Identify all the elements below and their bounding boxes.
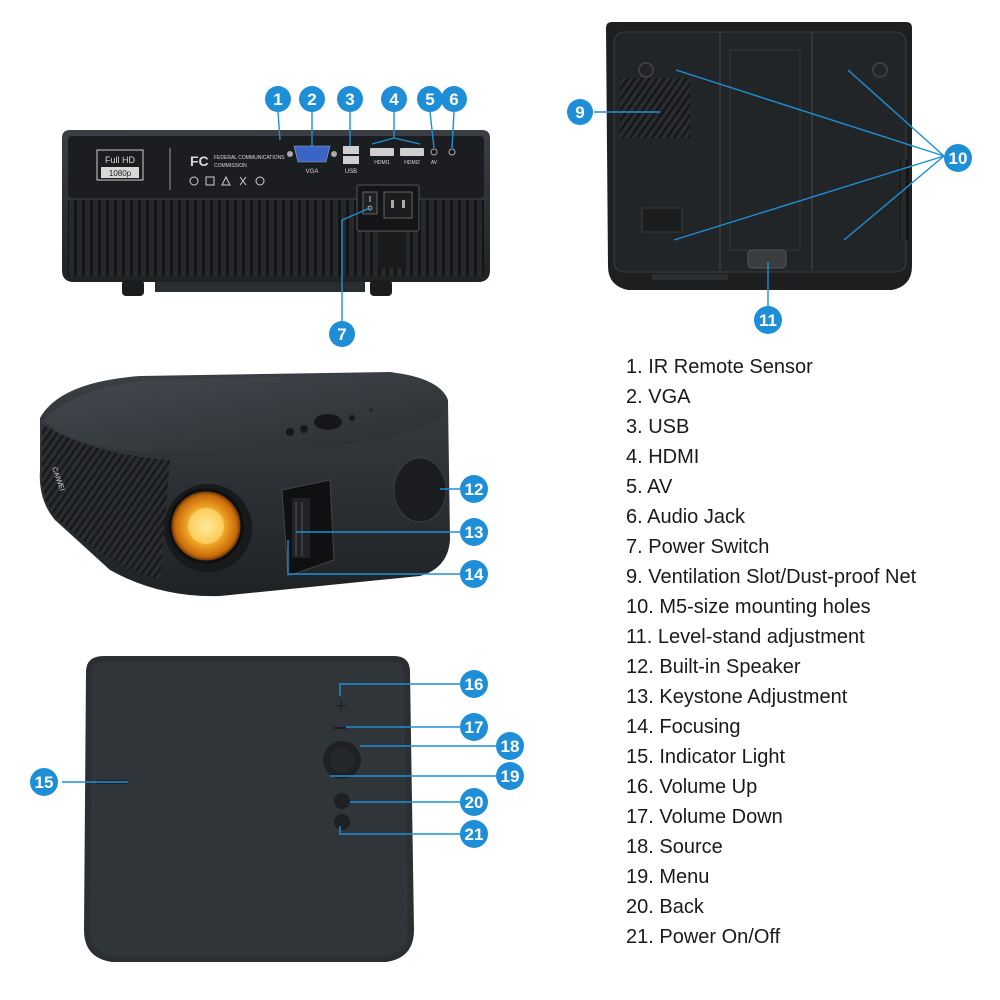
svg-text:FEDERAL COMMUNICATIONS: FEDERAL COMMUNICATIONS [214, 155, 285, 161]
callout-badge-12: 12 [460, 475, 488, 503]
svg-text:4: 4 [389, 90, 399, 109]
lens [164, 484, 252, 572]
svg-text:5: 5 [425, 90, 434, 109]
callout-badge-6: 6 [441, 86, 467, 112]
callout-badge-17: 17 [460, 713, 488, 741]
cert-icons [189, 175, 265, 186]
callout-badge-20: 20 [460, 788, 488, 816]
power-switch-module [356, 184, 420, 268]
rear-panel-view: Full HD 1080p FC FEDERAL COMMUNICATIONS … [62, 130, 490, 296]
callout-badge-4: 4 [381, 86, 407, 112]
svg-text:USB: USB [345, 169, 357, 175]
power-button [334, 814, 350, 830]
level-stand [747, 249, 787, 269]
legend-item: 3. USB [626, 416, 690, 438]
top-view: + [84, 656, 414, 962]
svg-text:+: + [368, 406, 374, 417]
callout-badge-21: 21 [460, 820, 488, 848]
legend-item: 11. Level-stand adjustment [626, 626, 865, 648]
vga-port: VGA [287, 145, 337, 175]
callout-badge-18: 18 [496, 732, 524, 760]
legend-item: 18. Source [626, 836, 723, 858]
callout-badge-2: 2 [299, 86, 325, 112]
focus-keystone-window [281, 479, 335, 577]
legend-item: 10. M5-size mounting holes [626, 596, 871, 618]
legend-item: 7. Power Switch [626, 536, 770, 558]
svg-text:15: 15 [35, 773, 54, 792]
legend-list: 1. IR Remote Sensor 2. VGA 3. USB 4. HDM… [626, 352, 916, 952]
back-button [334, 793, 350, 809]
callout-badge-13: 13 [460, 518, 488, 546]
svg-text:VGA: VGA [306, 169, 319, 175]
legend-item: 9. Ventilation Slot/Dust-proof Net [626, 566, 917, 588]
legend-item: 12. Built-in Speaker [626, 656, 801, 678]
audio-jack [448, 148, 456, 156]
callout-badge-1: 1 [265, 86, 291, 112]
callout-badge-5: 5 [417, 86, 443, 112]
full-hd-badge: Full HD 1080p [96, 149, 144, 181]
fcc-mark: FC [190, 153, 209, 169]
svg-text:HDMI1: HDMI1 [374, 160, 390, 166]
callout-lines [62, 69, 945, 835]
svg-text:Full HD: Full HD [105, 155, 136, 165]
svg-text:13: 13 [465, 523, 484, 542]
callout-badge-3: 3 [337, 86, 363, 112]
svg-text:21: 21 [465, 825, 484, 844]
legend-item: 16. Volume Up [626, 776, 758, 798]
svg-text:16: 16 [465, 675, 484, 694]
svg-text:20: 20 [465, 793, 484, 812]
legend-item: 20. Back [626, 896, 704, 918]
svg-text:HDMI2: HDMI2 [404, 160, 420, 166]
svg-text:1080p: 1080p [109, 169, 132, 178]
svg-text:19: 19 [501, 767, 520, 786]
legend-item: 17. Volume Down [626, 806, 783, 828]
volume-up-icon: + [336, 696, 347, 716]
svg-text:12: 12 [465, 480, 484, 499]
perspective-view: CAIWEI + [39, 372, 450, 597]
svg-text:10: 10 [949, 149, 968, 168]
legend-item: 21. Power On/Off [626, 926, 781, 948]
svg-text:7: 7 [337, 325, 346, 344]
callout-badge-14: 14 [460, 560, 488, 588]
hdmi-ports: HDMI1 HDMI2 [370, 148, 424, 166]
callout-badge-9: 9 [567, 99, 593, 125]
callout-badge-10: 10 [944, 144, 972, 172]
usb-ports: USB [343, 146, 359, 175]
svg-text:17: 17 [465, 718, 484, 737]
legend-item: 15. Indicator Light [626, 746, 785, 768]
legend-item: 4. HDMI [626, 446, 700, 468]
svg-text:6: 6 [449, 90, 458, 109]
svg-text:18: 18 [501, 737, 520, 756]
callout-badge-16: 16 [460, 670, 488, 698]
callout-badge-15: 15 [30, 768, 58, 796]
ventilation-grill [620, 78, 690, 138]
volume-down-icon [334, 727, 346, 729]
legend-item: 14. Focusing [626, 716, 741, 738]
callout-badge-7: 7 [329, 321, 355, 347]
bottom-view [606, 22, 912, 290]
legend-item: 2. VGA [626, 386, 691, 408]
legend-item: 1. IR Remote Sensor [626, 356, 813, 378]
av-port: AV [430, 148, 438, 166]
legend-item: 19. Menu [626, 866, 710, 888]
svg-text:COMMISSION: COMMISSION [214, 163, 247, 169]
svg-text:9: 9 [575, 103, 584, 122]
svg-text:AV: AV [431, 160, 438, 166]
svg-text:3: 3 [345, 90, 354, 109]
top-buttons: + [286, 406, 374, 436]
svg-text:11: 11 [759, 311, 777, 330]
legend-item: 5. AV [626, 476, 673, 498]
svg-text:14: 14 [465, 565, 484, 584]
legend-item: 6. Audio Jack [626, 506, 745, 528]
svg-text:1: 1 [273, 90, 282, 109]
speaker-grille [393, 457, 447, 523]
svg-text:2: 2 [307, 90, 316, 109]
callout-badge-11: 11 [754, 306, 782, 334]
legend-item: 13. Keystone Adjustment [626, 686, 848, 708]
callout-badge-19: 19 [496, 762, 524, 790]
